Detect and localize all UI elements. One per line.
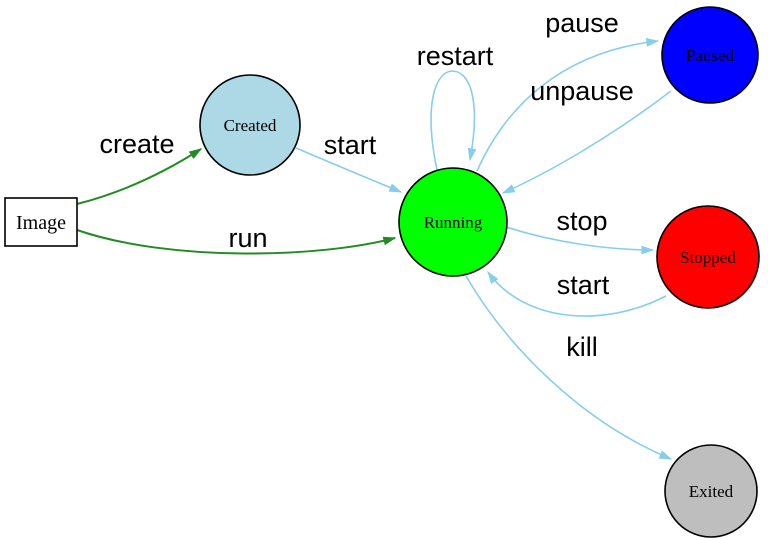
edge-label-restart: restart <box>417 41 494 71</box>
node-paused: Paused <box>661 6 759 104</box>
running-circle-shape <box>398 167 508 277</box>
edge-create <box>76 148 203 205</box>
image-box-shape <box>4 197 78 247</box>
node-stopped: Stopped <box>656 205 760 309</box>
nodes-layer: Image Created Running Paused Stopped Exi <box>4 6 760 538</box>
node-running: Running <box>398 167 508 277</box>
edge-pause <box>476 37 660 172</box>
edge-kill <box>465 275 673 460</box>
node-label-running: Running <box>424 213 483 232</box>
edge-label-create: create <box>99 129 174 159</box>
edge-label-stop: stop <box>556 206 607 236</box>
edge-label-pause: pause <box>545 8 619 38</box>
node-label-created: Created <box>224 116 277 135</box>
node-label-image: Image <box>16 212 66 234</box>
edges-layer <box>76 37 673 460</box>
node-created: Created <box>199 74 301 176</box>
edge-labels-layer: create start run restart pause unpause s… <box>99 8 633 362</box>
edge-label-start-stopped: start <box>557 270 610 300</box>
node-label-exited: Exited <box>689 482 734 501</box>
edge-label-run: run <box>228 223 267 253</box>
stopped-circle-shape <box>656 205 760 309</box>
exited-circle-shape <box>664 444 758 538</box>
node-label-stopped: Stopped <box>680 248 736 267</box>
edge-start-created-running <box>295 147 403 193</box>
edge-start-stopped-running <box>487 270 667 317</box>
node-label-paused: Paused <box>686 46 735 65</box>
edge-stop <box>505 226 655 255</box>
edge-unpause <box>501 90 672 194</box>
node-exited: Exited <box>664 444 758 538</box>
edge-run <box>76 229 397 255</box>
node-image: Image <box>4 197 78 247</box>
edge-label-start-created: start <box>324 130 377 160</box>
edge-label-unpause: unpause <box>530 76 634 106</box>
paused-circle-shape <box>661 6 759 104</box>
created-circle-shape <box>199 74 301 176</box>
edge-label-kill: kill <box>566 332 598 362</box>
edge-restart-self-loop <box>430 70 477 171</box>
